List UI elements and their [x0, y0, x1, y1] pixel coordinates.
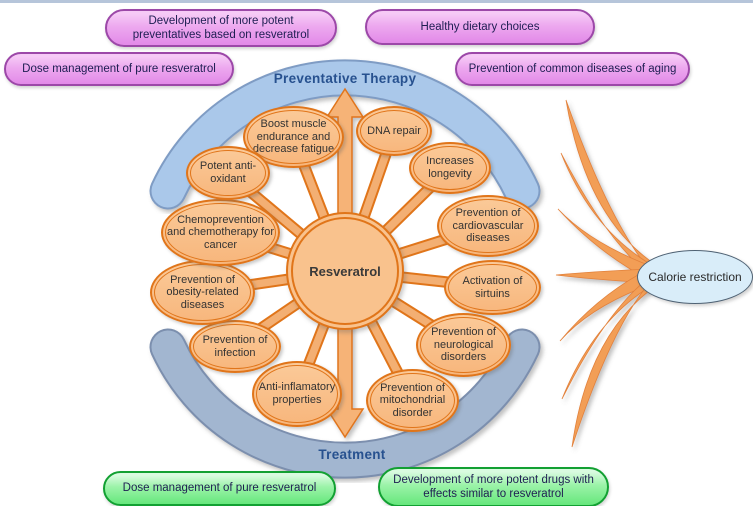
- node-antioxidant: Potent anti-oxidant: [186, 146, 270, 200]
- callout-label: Dose management of pure resveratrol: [122, 482, 317, 495]
- node-obesity: Prevention of obesity-related diseases: [150, 260, 255, 325]
- node-label: Increases longevity: [426, 155, 474, 180]
- node-neurological: Prevention of neurological disorders: [416, 313, 511, 377]
- callout-dose-management-bottom: Dose management of pure resveratrol: [103, 471, 336, 506]
- node-chemoprevention: Chemoprevention and chemotherapy for can…: [161, 199, 280, 266]
- node-label: Prevention of obesity-related diseases: [166, 273, 239, 311]
- node-label: Chemoprevention and chemotherapy for can…: [167, 213, 275, 251]
- node-label: Prevention of mitochondrial disorder: [379, 381, 446, 419]
- callout-potent-drugs: Development of more potent drugs with ef…: [378, 467, 609, 506]
- node-label: Boost muscle endurance and decrease fati…: [252, 118, 335, 156]
- calorie-restriction-label: Calorie restriction: [648, 270, 742, 284]
- callout-label: Healthy dietary choices: [420, 20, 540, 33]
- node-label: Prevention of infection: [202, 333, 268, 359]
- node-infection: Prevention of infection: [189, 320, 281, 373]
- callout-healthy-dietary: Healthy dietary choices: [365, 9, 595, 45]
- callout-diseases-of-aging: Prevention of common diseases of aging: [455, 52, 690, 86]
- node-label: Prevention of cardiovascular diseases: [452, 207, 524, 245]
- node-mitochondrial: Prevention of mitochondrial disorder: [366, 369, 459, 432]
- node-dna-repair: DNA repair: [356, 106, 432, 156]
- treatment-label: Treatment: [318, 447, 386, 462]
- treatment-arc: [149, 328, 541, 479]
- node-cardiovascular: Prevention of cardiovascular diseases: [437, 195, 539, 257]
- callout-label: Dose management of pure resveratrol: [22, 62, 216, 75]
- node-sirtuins: Activation of sirtuins: [444, 260, 541, 315]
- node-label: Anti-inflamatory properties: [258, 381, 336, 406]
- preventative-therapy-label: Preventative Therapy: [273, 71, 417, 86]
- callout-label: Development of more potent preventatives…: [132, 14, 310, 41]
- callout-dose-management-top: Dose management of pure resveratrol: [4, 52, 234, 86]
- calorie-restriction-ellipse: Calorie restriction: [637, 250, 753, 304]
- hub-label: Resveratrol: [309, 263, 381, 279]
- callout-label: Prevention of common diseases of aging: [468, 62, 677, 75]
- callout-label: Development of more potent drugs with ef…: [393, 473, 594, 500]
- node-increases-longevity: Increases longevity: [409, 142, 491, 194]
- node-label: Prevention of neurological disorders: [431, 326, 496, 364]
- node-anti-inflamatory: Anti-inflamatory properties: [252, 361, 342, 427]
- node-label: Activation of sirtuins: [462, 274, 523, 300]
- preventative-therapy-arc: [149, 59, 541, 210]
- callout-potent-preventatives: Development of more potent preventatives…: [105, 9, 337, 47]
- hub-resveratrol: Resveratrol: [286, 212, 404, 330]
- node-label: Potent anti-oxidant: [199, 160, 257, 185]
- node-label: DNA repair: [367, 124, 421, 137]
